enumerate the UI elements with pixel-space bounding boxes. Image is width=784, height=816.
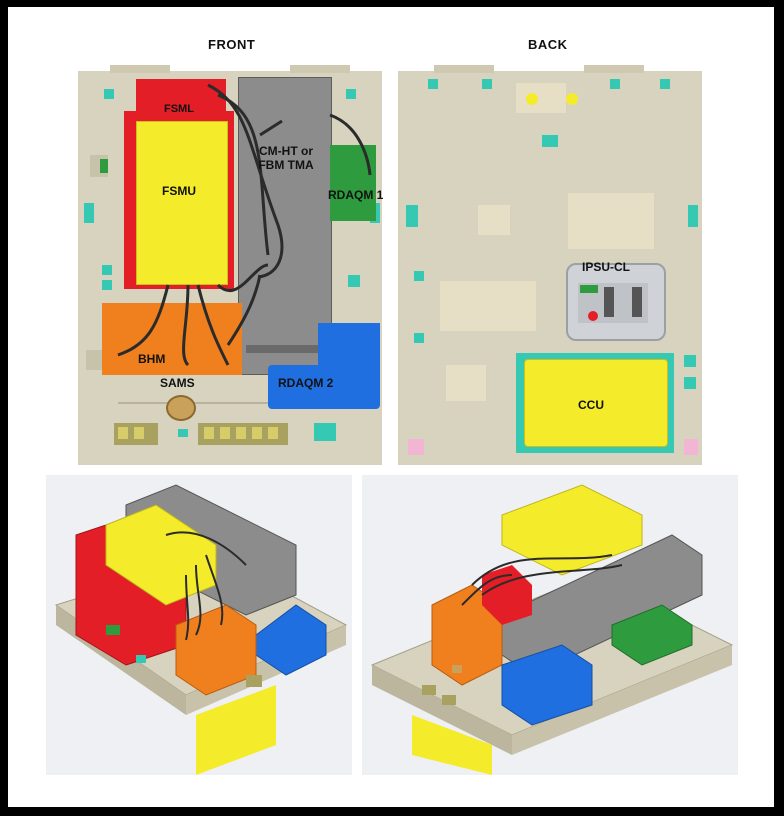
fsmu-unit xyxy=(136,121,228,285)
rdaqm1-unit xyxy=(330,145,376,221)
fsmu-label: FSMU xyxy=(162,184,196,198)
rdaqm2-upper xyxy=(318,323,380,373)
back-title: BACK xyxy=(528,37,568,52)
sams-label: SAMS xyxy=(160,376,195,390)
front-cables xyxy=(117,83,372,367)
rdaqm2-label: RDAQM 2 xyxy=(278,376,334,390)
ipsu-cl-label: IPSU-CL xyxy=(582,260,630,274)
ipsu-green-strip xyxy=(580,285,598,293)
cm-ht-label: CM-HT or FBM TMA xyxy=(258,144,314,172)
back-isometric-drawing xyxy=(370,484,734,775)
bhm-label: BHM xyxy=(138,352,166,366)
fsml-label: FSML xyxy=(164,103,194,115)
front-isometric-drawing xyxy=(54,484,348,775)
ipsu-indicator-red xyxy=(588,311,598,321)
ccu-unit xyxy=(524,359,668,447)
front-title: FRONT xyxy=(208,37,256,52)
back-view: IPSU-CL CCU xyxy=(398,65,702,465)
ipsu-block-right xyxy=(632,287,642,317)
rdaqm1-label: RDAQM 1 xyxy=(328,188,384,202)
cm-ht-unit xyxy=(238,77,332,375)
bhm-unit xyxy=(102,303,242,375)
ccu-label: CCU xyxy=(578,398,604,412)
back-plate-details xyxy=(406,65,698,455)
front-view: FSML FSMU CM-HT or FBM TMA RDAQM 1 BHM R… xyxy=(78,65,384,465)
front-plate-details xyxy=(84,65,380,445)
sams-connector xyxy=(166,395,196,421)
cm-ht-base xyxy=(246,345,322,353)
back-isometric-render xyxy=(362,475,738,775)
ipsu-block-left xyxy=(604,287,614,317)
front-isometric-render xyxy=(46,475,352,775)
figure-panel: FRONT xyxy=(8,7,774,807)
